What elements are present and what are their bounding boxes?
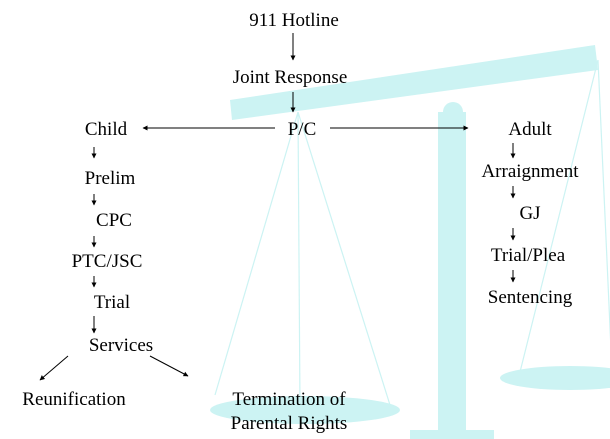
node-prelim: Prelim — [84, 168, 136, 189]
node-pc: P/C — [287, 119, 317, 140]
node-reunification: Reunification — [22, 389, 126, 410]
node-cpc: CPC — [96, 210, 132, 231]
node-arraignment: Arraignment — [481, 161, 579, 182]
node-trial: Trial — [93, 292, 131, 313]
node-adult: Adult — [508, 119, 552, 140]
node-termination-of-parental-rights: Termination of Parental Rights — [230, 389, 348, 434]
arrow-services-to-termination — [149, 355, 189, 377]
node-ptc-jsc: PTC/JSC — [71, 251, 143, 272]
node-joint-response: Joint Response — [232, 67, 348, 88]
node-child: Child — [84, 119, 128, 140]
node-trial-plea: Trial/Plea — [490, 245, 566, 266]
node-sentencing: Sentencing — [487, 287, 573, 308]
arrow-services-to-reunification — [39, 355, 69, 381]
node-gj: GJ — [519, 203, 541, 224]
node-911-hotline: 911 Hotline — [249, 10, 339, 31]
node-services: Services — [88, 335, 154, 356]
